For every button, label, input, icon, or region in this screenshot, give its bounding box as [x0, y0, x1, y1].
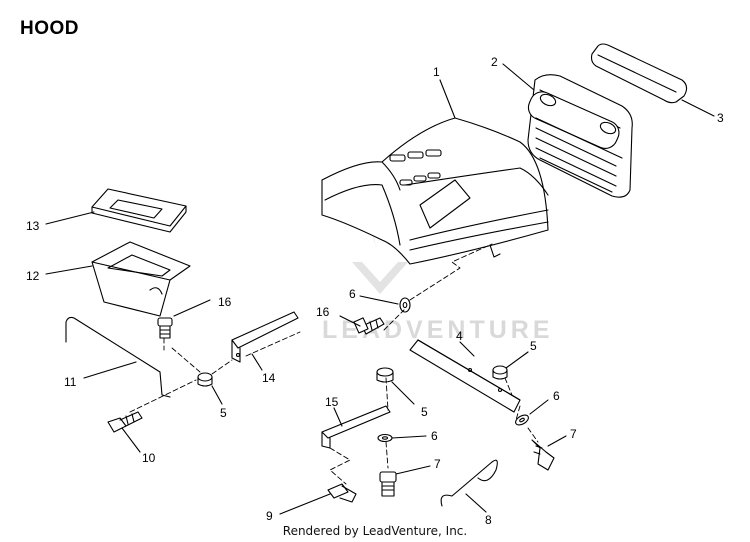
callout-6-a: 6 [349, 287, 356, 301]
part-bracket-14 [231, 311, 299, 363]
callout-16-b: 16 [316, 305, 330, 319]
nut-5-b [376, 367, 394, 383]
callout-5-c: 5 [421, 405, 428, 419]
callout-10: 10 [142, 451, 156, 465]
callout-2: 2 [491, 55, 498, 69]
callout-1: 1 [433, 65, 440, 79]
callout-15: 15 [325, 395, 339, 409]
callouts: 1 2 3 4 5 5 5 6 6 6 7 7 8 9 10 11 12 [26, 55, 724, 527]
callout-11: 11 [64, 375, 77, 389]
part-grille-cap [590, 43, 688, 104]
bolt-9 [327, 483, 357, 503]
callout-4: 4 [456, 329, 463, 343]
callout-5-b: 5 [220, 406, 227, 420]
callout-13: 13 [26, 219, 40, 233]
watermark-logo-icon [352, 262, 408, 294]
part-spring-clip [440, 459, 498, 507]
footer-credit: Rendered by LeadVenture, Inc. [282, 524, 468, 538]
callout-6-c: 6 [553, 389, 560, 403]
hood-vent-slots [389, 149, 442, 186]
callout-5-a: 5 [530, 339, 537, 353]
callout-16-a: 16 [218, 295, 232, 309]
washer-6-b [377, 433, 393, 443]
nut-5-c [492, 365, 508, 380]
diagram-title: HOOD [20, 18, 79, 39]
grille-slats [535, 117, 623, 193]
part-tray [91, 241, 191, 317]
callout-9: 9 [266, 509, 273, 523]
bolt-7-b [531, 439, 555, 471]
callout-7-b: 7 [570, 427, 577, 441]
bolt-16-a [157, 317, 173, 339]
callout-6-b: 6 [431, 429, 438, 443]
part-bracket-15 [321, 405, 391, 449]
hardware [107, 297, 555, 503]
part-bracket-4 [409, 339, 521, 413]
part-grille [527, 74, 633, 198]
part-frame [91, 188, 187, 233]
callout-3: 3 [717, 111, 724, 125]
part-hood-shell [321, 117, 549, 265]
callout-12: 12 [26, 269, 40, 283]
washer-6-a [399, 297, 411, 313]
washer-6-c [515, 414, 529, 426]
nut-5-a [197, 372, 213, 387]
bolt-16-b [353, 317, 385, 335]
callout-14: 14 [262, 371, 276, 385]
callout-7-a: 7 [434, 457, 441, 471]
part-rod [65, 316, 171, 398]
callout-8: 8 [485, 513, 492, 527]
bolt-10 [107, 411, 143, 433]
assembly-lines [129, 243, 539, 485]
bolt-7-a [379, 471, 397, 497]
